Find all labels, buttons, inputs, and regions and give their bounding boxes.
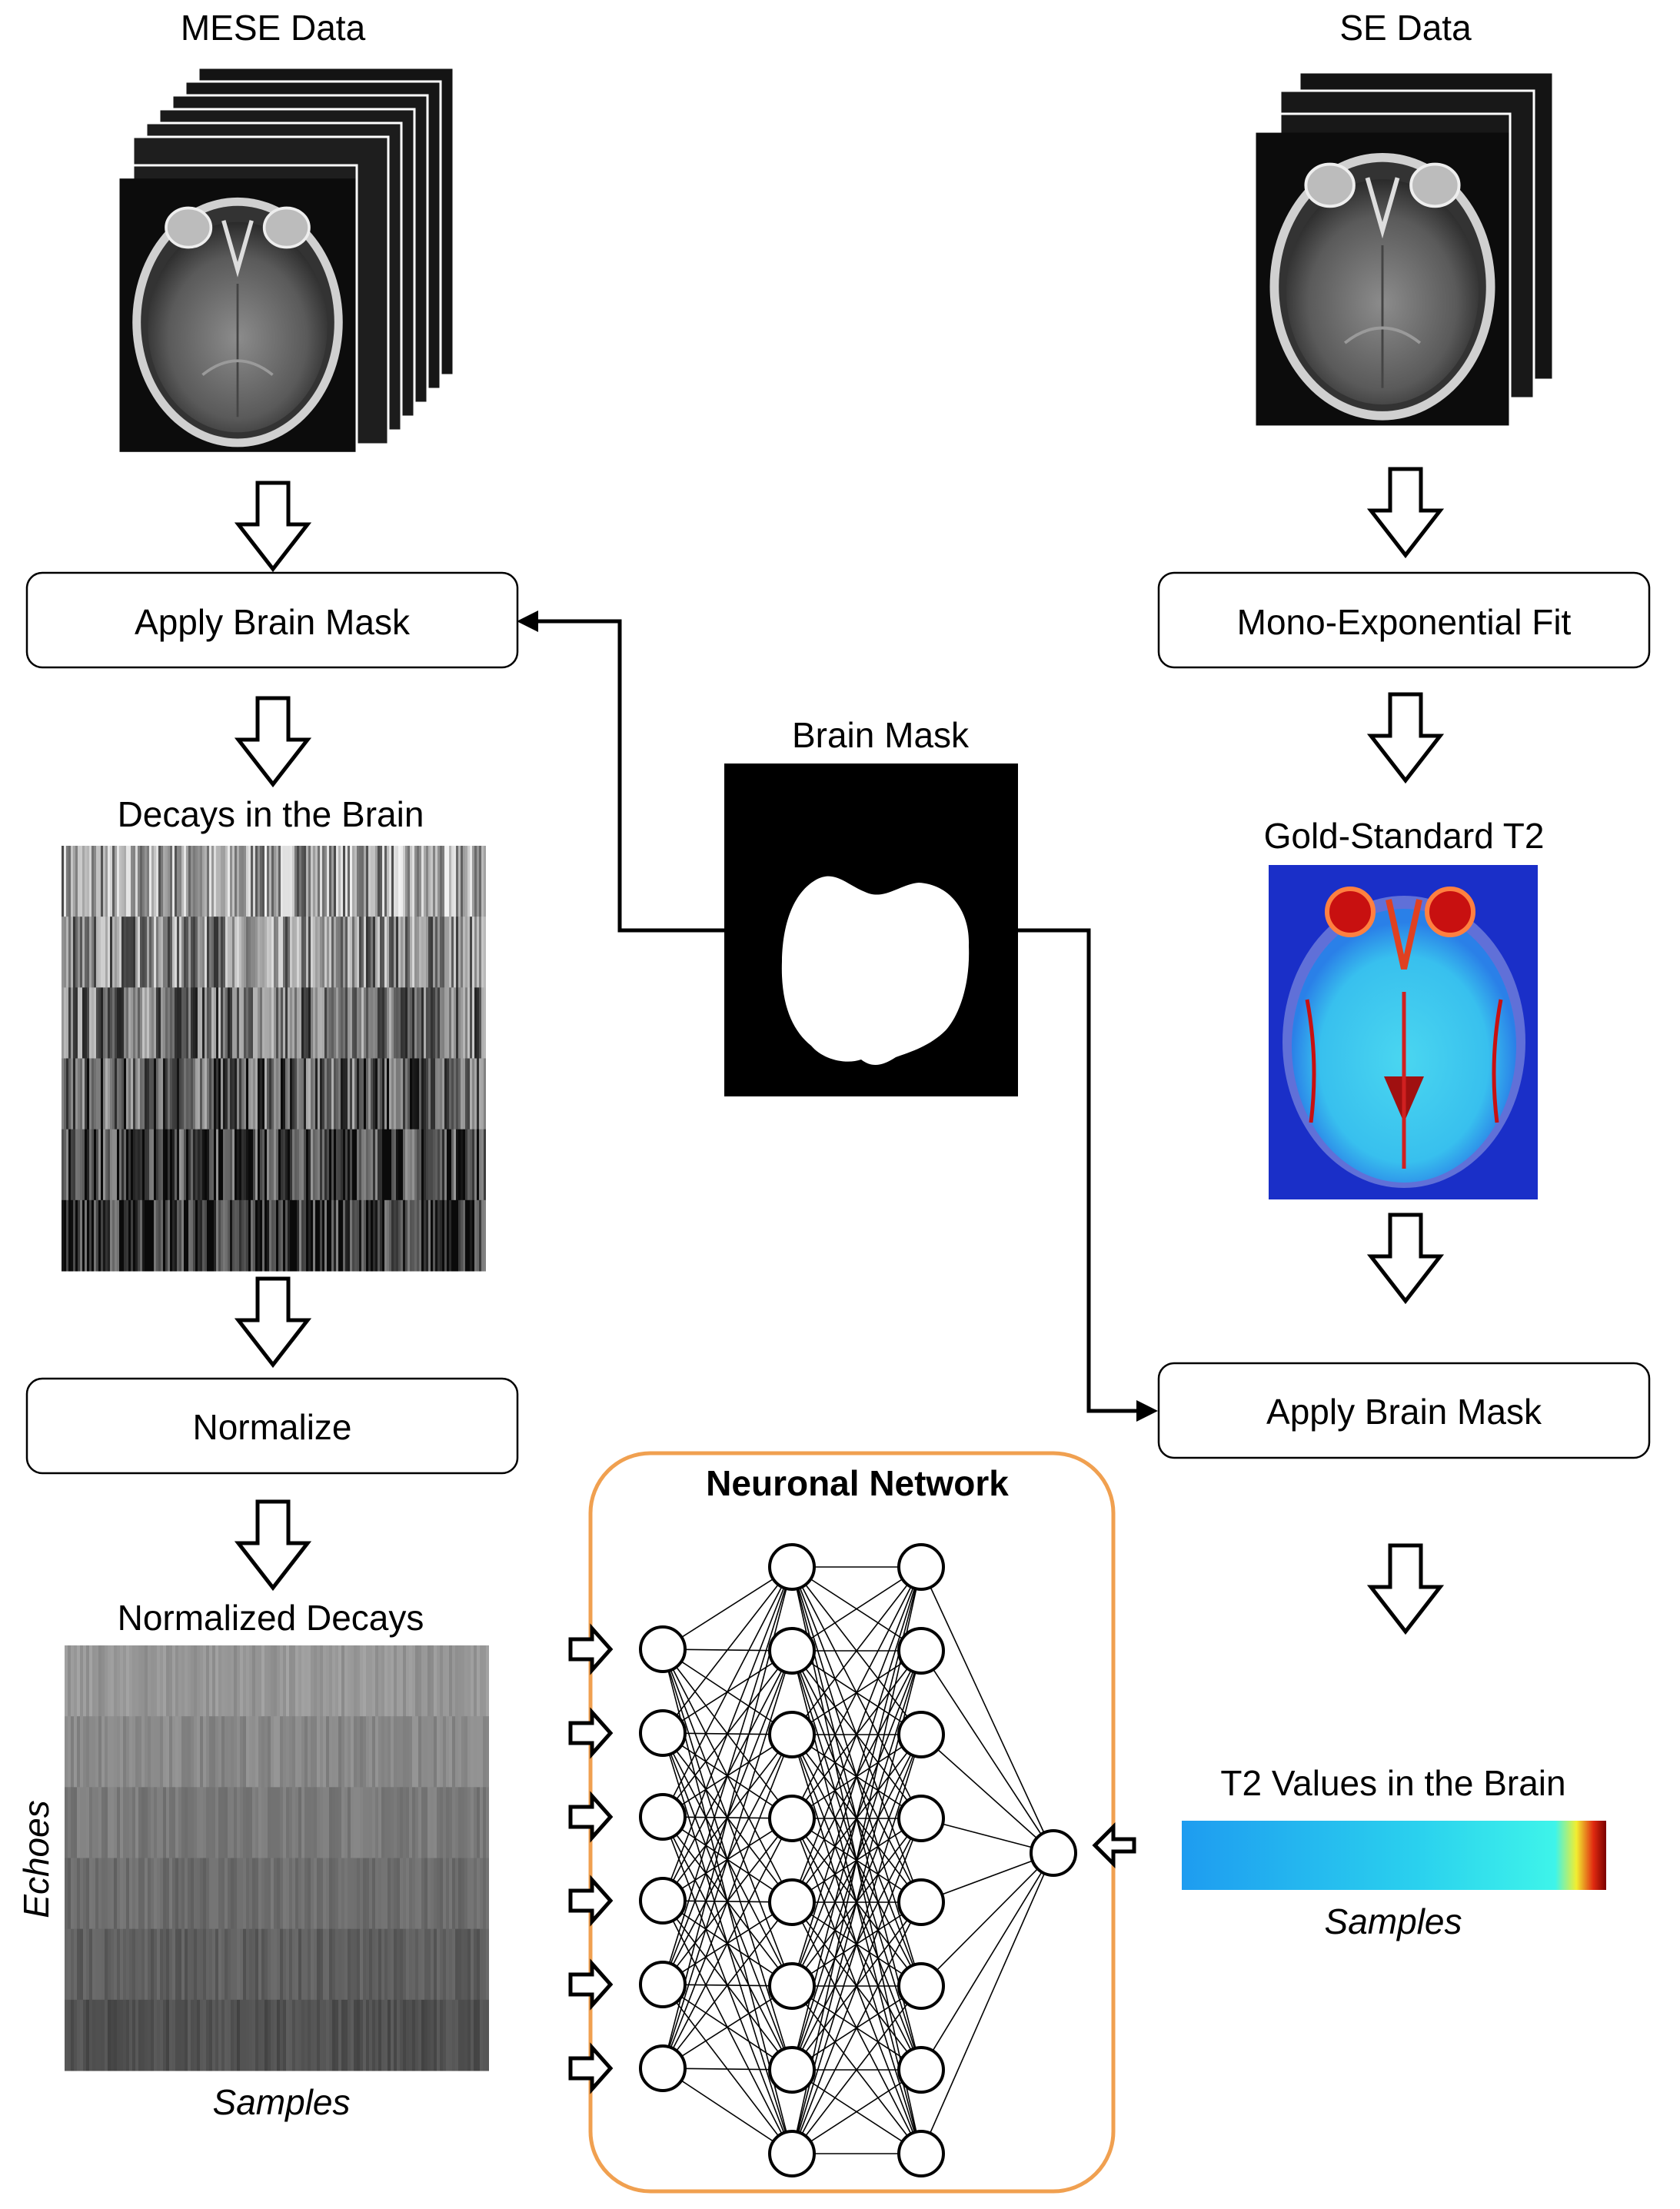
network-connection (662, 1818, 793, 2069)
normalize-label: Normalize (192, 1407, 351, 1447)
network-connection (920, 1852, 1054, 2154)
network-connection (791, 1734, 922, 2154)
network-connection (662, 1985, 793, 2069)
network-connection (791, 1566, 922, 2154)
normalized-decays-label: Normalized Decays (118, 1598, 424, 1638)
down-arrow-icon (234, 696, 312, 788)
apply-brain-mask-box-left (25, 571, 519, 669)
network-connection (662, 1650, 793, 2069)
network-connection (791, 1901, 922, 2154)
network-node (639, 2044, 687, 2092)
network-nodes (639, 1543, 1077, 2177)
t2-values-bar (1182, 1821, 1606, 1890)
network-node (768, 1627, 816, 1675)
network-connection (791, 2069, 922, 2154)
mono-exponential-fit-label: Mono-Exponential Fit (1237, 602, 1572, 642)
apply-brain-mask-left-label: Apply Brain Mask (135, 602, 411, 642)
down-arrow-icon (234, 1499, 312, 1592)
network-node (897, 1543, 945, 1591)
brain-mask-label: Brain Mask (792, 715, 970, 755)
network-node (639, 1961, 687, 2008)
network-connection (662, 1734, 793, 2069)
samples-axis-label-right: Samples (1325, 1901, 1462, 1941)
network-node (897, 1627, 945, 1675)
network-connection (791, 1566, 922, 1987)
t2-values-label: T2 Values in the Brain (1220, 1763, 1565, 1803)
down-arrow-icon (1366, 692, 1445, 784)
network-node (897, 1711, 945, 1758)
down-arrow-icon (234, 481, 312, 573)
network-node (897, 1962, 945, 2010)
mono-exponential-fit-box (1157, 571, 1651, 669)
network-connection (791, 1566, 922, 1903)
network-input-arrows (568, 1623, 614, 2094)
network-node (768, 1795, 816, 1842)
apply-brain-mask-box-right (1157, 1362, 1651, 1459)
network-connection (791, 1566, 922, 1652)
network-node (639, 1877, 687, 1925)
samples-axis-label-left: Samples (213, 2082, 351, 2122)
brain-mask-image (724, 764, 1018, 1096)
network-node (1030, 1829, 1077, 1877)
network-node (897, 1795, 945, 1842)
decays-brain-image (62, 846, 486, 1272)
input-arrow-icon (568, 1791, 614, 1843)
input-arrow-icon (568, 1958, 614, 2011)
network-node (768, 2046, 816, 2094)
network-connection (791, 1818, 922, 2154)
gold-standard-t2-map (1269, 865, 1538, 1199)
mese-image-stack (117, 66, 455, 467)
se-image-stack (1253, 71, 1555, 446)
normalize-box (25, 1377, 519, 1475)
network-connection (662, 1566, 793, 1985)
network-node (768, 1711, 816, 1758)
network-node (639, 1625, 687, 1673)
network-connection (920, 1852, 1054, 2071)
network-node (897, 2046, 945, 2094)
input-arrow-icon (568, 2042, 614, 2094)
network-connection (920, 1734, 1054, 1854)
network-connection (662, 1566, 793, 1901)
network-connection (662, 1566, 793, 1818)
gold-standard-label: Gold-Standard T2 (1264, 816, 1545, 856)
network-connection (662, 1901, 793, 2069)
network-node (897, 2130, 945, 2177)
network-connection (662, 1566, 793, 1650)
network-connections (662, 1566, 1054, 2154)
network-node (639, 1709, 687, 1757)
network-connection (662, 1566, 793, 1734)
input-arrow-icon (568, 1707, 614, 1759)
neuronal-network-title: Neuronal Network (706, 1463, 1009, 1503)
network-connection (920, 1566, 1054, 1854)
network-node (768, 1962, 816, 2010)
network-node (897, 1878, 945, 1926)
network-node (768, 2130, 816, 2177)
down-arrow-icon (1366, 1213, 1445, 1305)
down-arrow-icon (234, 1276, 312, 1369)
input-arrow-icon (568, 1623, 614, 1675)
network-node (768, 1543, 816, 1591)
mese-data-label: MESE Data (181, 8, 366, 48)
network-connection (920, 1650, 1054, 1854)
network-output-arrow-icon (1092, 1821, 1136, 1869)
network-node (639, 1793, 687, 1841)
apply-brain-mask-right-label: Apply Brain Mask (1266, 1392, 1542, 1432)
network-connection (791, 1566, 922, 1735)
network-connection (791, 1566, 922, 1819)
input-arrow-icon (568, 1875, 614, 1927)
network-connection (662, 2068, 793, 2154)
mask-connector-right (1018, 928, 1158, 1422)
network-node (768, 1878, 816, 1926)
decays-brain-label: Decays in the Brain (118, 794, 424, 834)
mask-connector-left (517, 610, 724, 933)
down-arrow-icon (1366, 467, 1445, 559)
echoes-axis-label: Echoes (16, 1800, 56, 1918)
normalized-decays-image (65, 1645, 489, 2071)
se-data-label: SE Data (1339, 8, 1472, 48)
network-connection (920, 1852, 1054, 1987)
network-connection (791, 1985, 922, 2154)
down-arrow-icon (1366, 1543, 1445, 1635)
